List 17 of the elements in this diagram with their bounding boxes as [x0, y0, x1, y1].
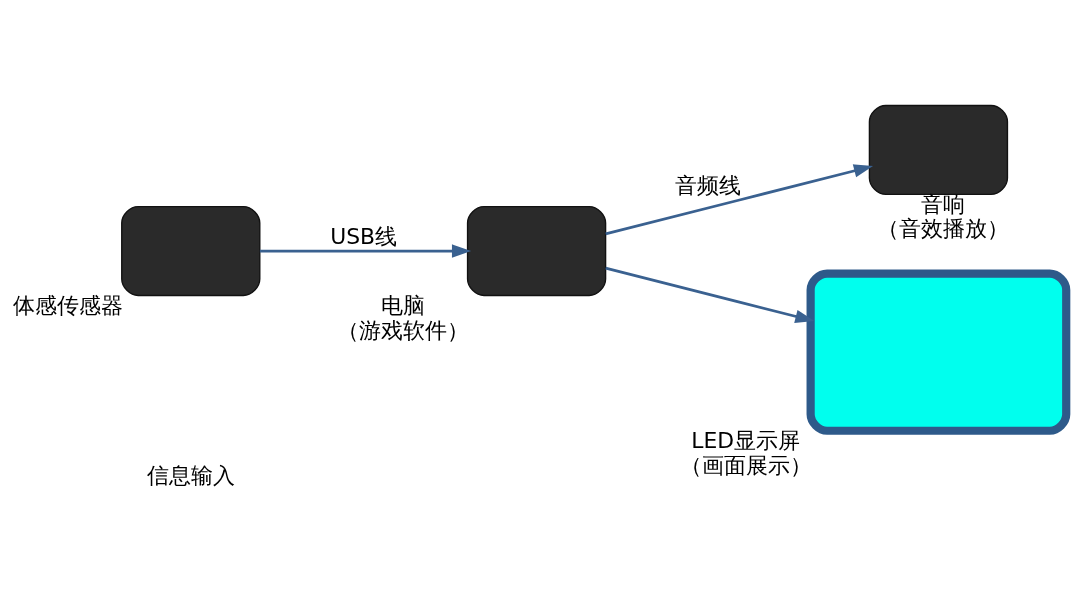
- edge-label: USB线: [330, 223, 398, 249]
- node-label: 电脑: [380, 292, 425, 318]
- node-box: [121, 205, 261, 296]
- node-label: 体感传感器: [12, 292, 123, 318]
- arrow: [605, 266, 815, 323]
- node-label: LED显示屏: [691, 427, 801, 453]
- node-box: [806, 269, 1071, 435]
- label: 信息输入: [146, 462, 235, 488]
- node-box: [868, 104, 1009, 195]
- node-label: （游戏软件）: [336, 317, 469, 343]
- node-box: [466, 205, 607, 296]
- arrow: [259, 243, 472, 258]
- node-label: （音效播放）: [876, 215, 1009, 241]
- arrow: [605, 163, 874, 235]
- edge-label: 音频线: [675, 172, 742, 198]
- node-label: 音响: [920, 191, 965, 217]
- node-label: （画面展示）: [679, 452, 812, 478]
